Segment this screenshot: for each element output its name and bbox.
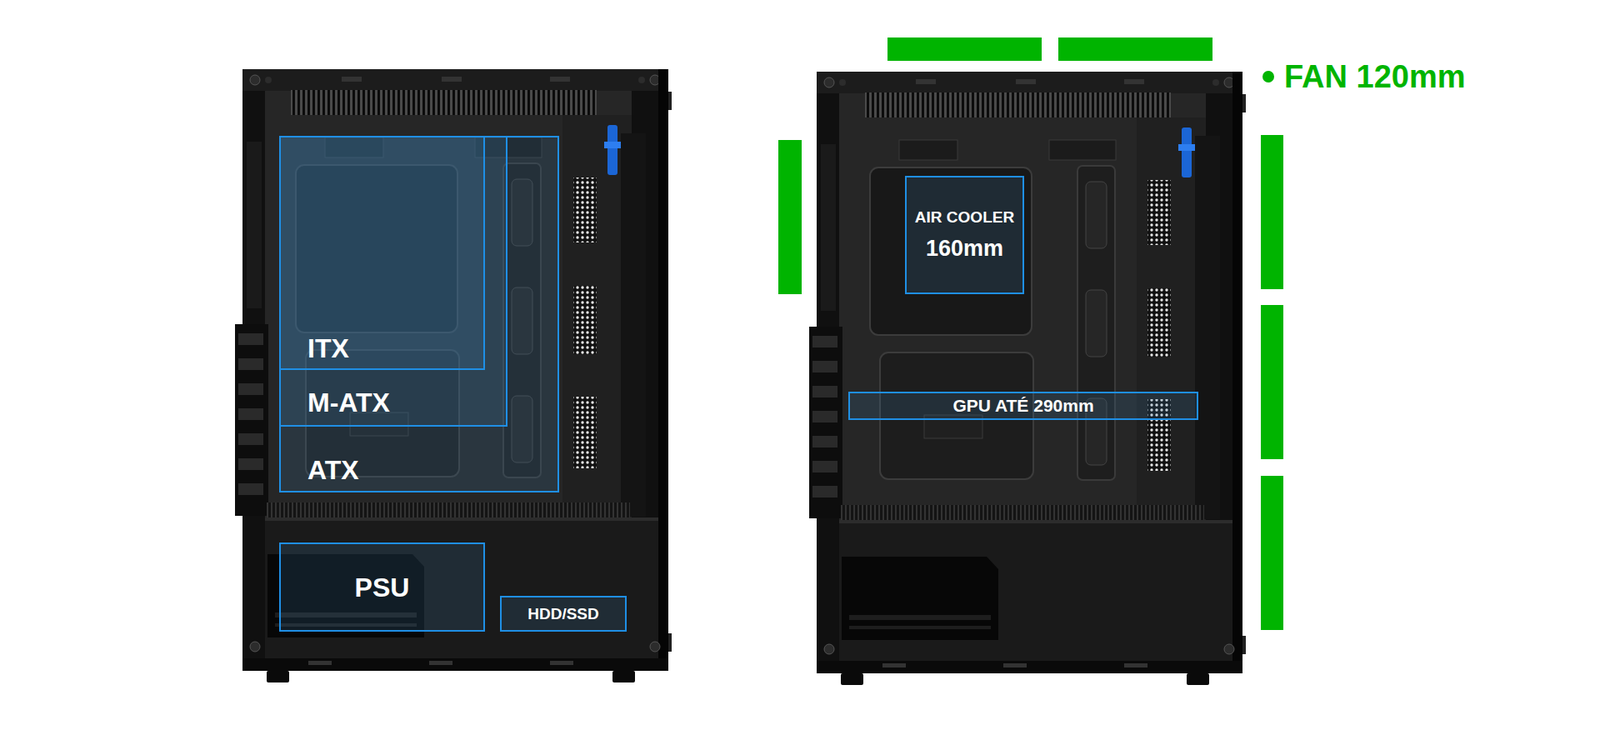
legend-label: FAN 120mm xyxy=(1284,59,1466,95)
gpu-area: GPU ATÉ 290mm xyxy=(848,391,1199,420)
area-label: M-ATX xyxy=(307,385,390,420)
itx-area: ITX xyxy=(279,135,485,370)
atx-area: ATX M-ATX ITX xyxy=(279,135,560,493)
psu-area: PSU xyxy=(279,542,485,632)
fan-bars xyxy=(778,37,1284,630)
area-label: PSU xyxy=(355,570,410,605)
legend-dot xyxy=(1262,70,1275,83)
legend-row: FAN 120mm xyxy=(1262,56,1466,97)
area-label: GPU ATÉ 290mm xyxy=(952,395,1094,417)
drive-bay: HDD/SSD xyxy=(500,595,627,632)
area-label: HDD/SSD xyxy=(527,604,600,625)
case-right xyxy=(809,71,1246,685)
area-label: ITX xyxy=(307,331,350,365)
case-left xyxy=(235,69,672,683)
matx-area: M-ATX ITX xyxy=(279,135,508,427)
area-label: ATX xyxy=(307,453,360,487)
area-label: 160mm xyxy=(925,234,1004,263)
cooler-area: AIR COOLER 160mm xyxy=(905,175,1025,295)
area-label: AIR COOLER xyxy=(915,207,1015,228)
